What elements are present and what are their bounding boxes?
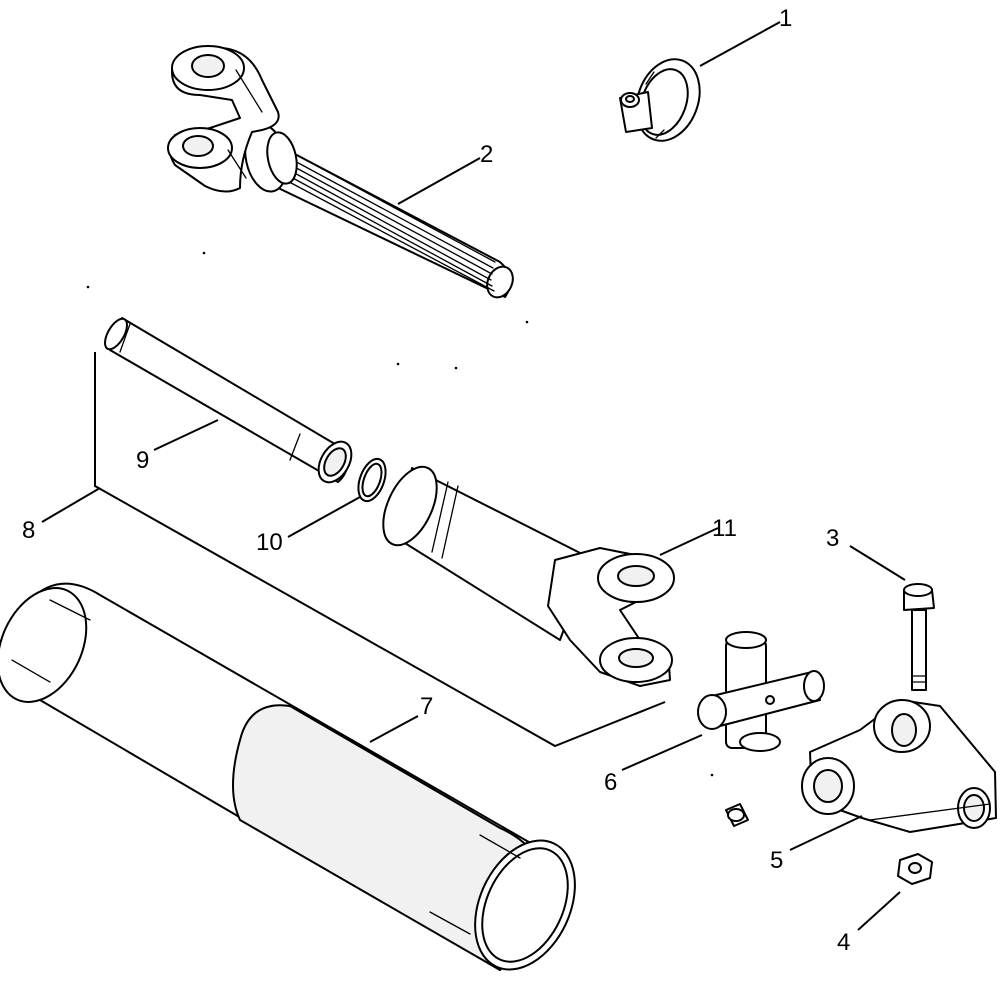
part-cross-journal: [697, 631, 825, 752]
part-clamp-yoke: [801, 699, 997, 833]
callout-1: 1: [779, 5, 792, 32]
part-bolt: [903, 583, 935, 691]
callout-6: 6: [604, 769, 617, 796]
part-snap-ring: [357, 457, 387, 503]
leader-4: [857, 891, 901, 931]
callout-2: 2: [480, 141, 493, 168]
callout-9: 9: [136, 447, 149, 474]
leader-6: [621, 734, 703, 771]
callout-3: 3: [826, 525, 839, 552]
callout-7: 7: [420, 693, 433, 720]
callout-11: 11: [712, 515, 737, 542]
callout-8: 8: [22, 517, 35, 544]
part-splined-shaft-yoke: [167, 45, 514, 299]
part-hex-nut: [897, 853, 933, 885]
leader-3: [849, 545, 906, 581]
leader-9: [153, 419, 219, 451]
part-outer-tube-yoke: [382, 465, 675, 687]
callout-4: 4: [837, 929, 850, 956]
leader-5: [789, 815, 863, 851]
leader-10: [287, 496, 361, 538]
part-grease-fitting: [725, 803, 749, 827]
part-inner-tube: [104, 317, 353, 484]
assembly-bracket-line: [94, 352, 666, 748]
leader-8: [41, 487, 101, 523]
part-hose-clamp: [619, 58, 701, 142]
leader-7: [369, 715, 419, 743]
leader-2: [397, 157, 481, 205]
print-specks: [86, 251, 714, 777]
part-shield-tube: [0, 582, 576, 971]
leader-1: [699, 21, 781, 67]
callout-5: 5: [770, 847, 783, 874]
leader-11: [659, 527, 719, 556]
callout-10: 10: [256, 529, 283, 556]
